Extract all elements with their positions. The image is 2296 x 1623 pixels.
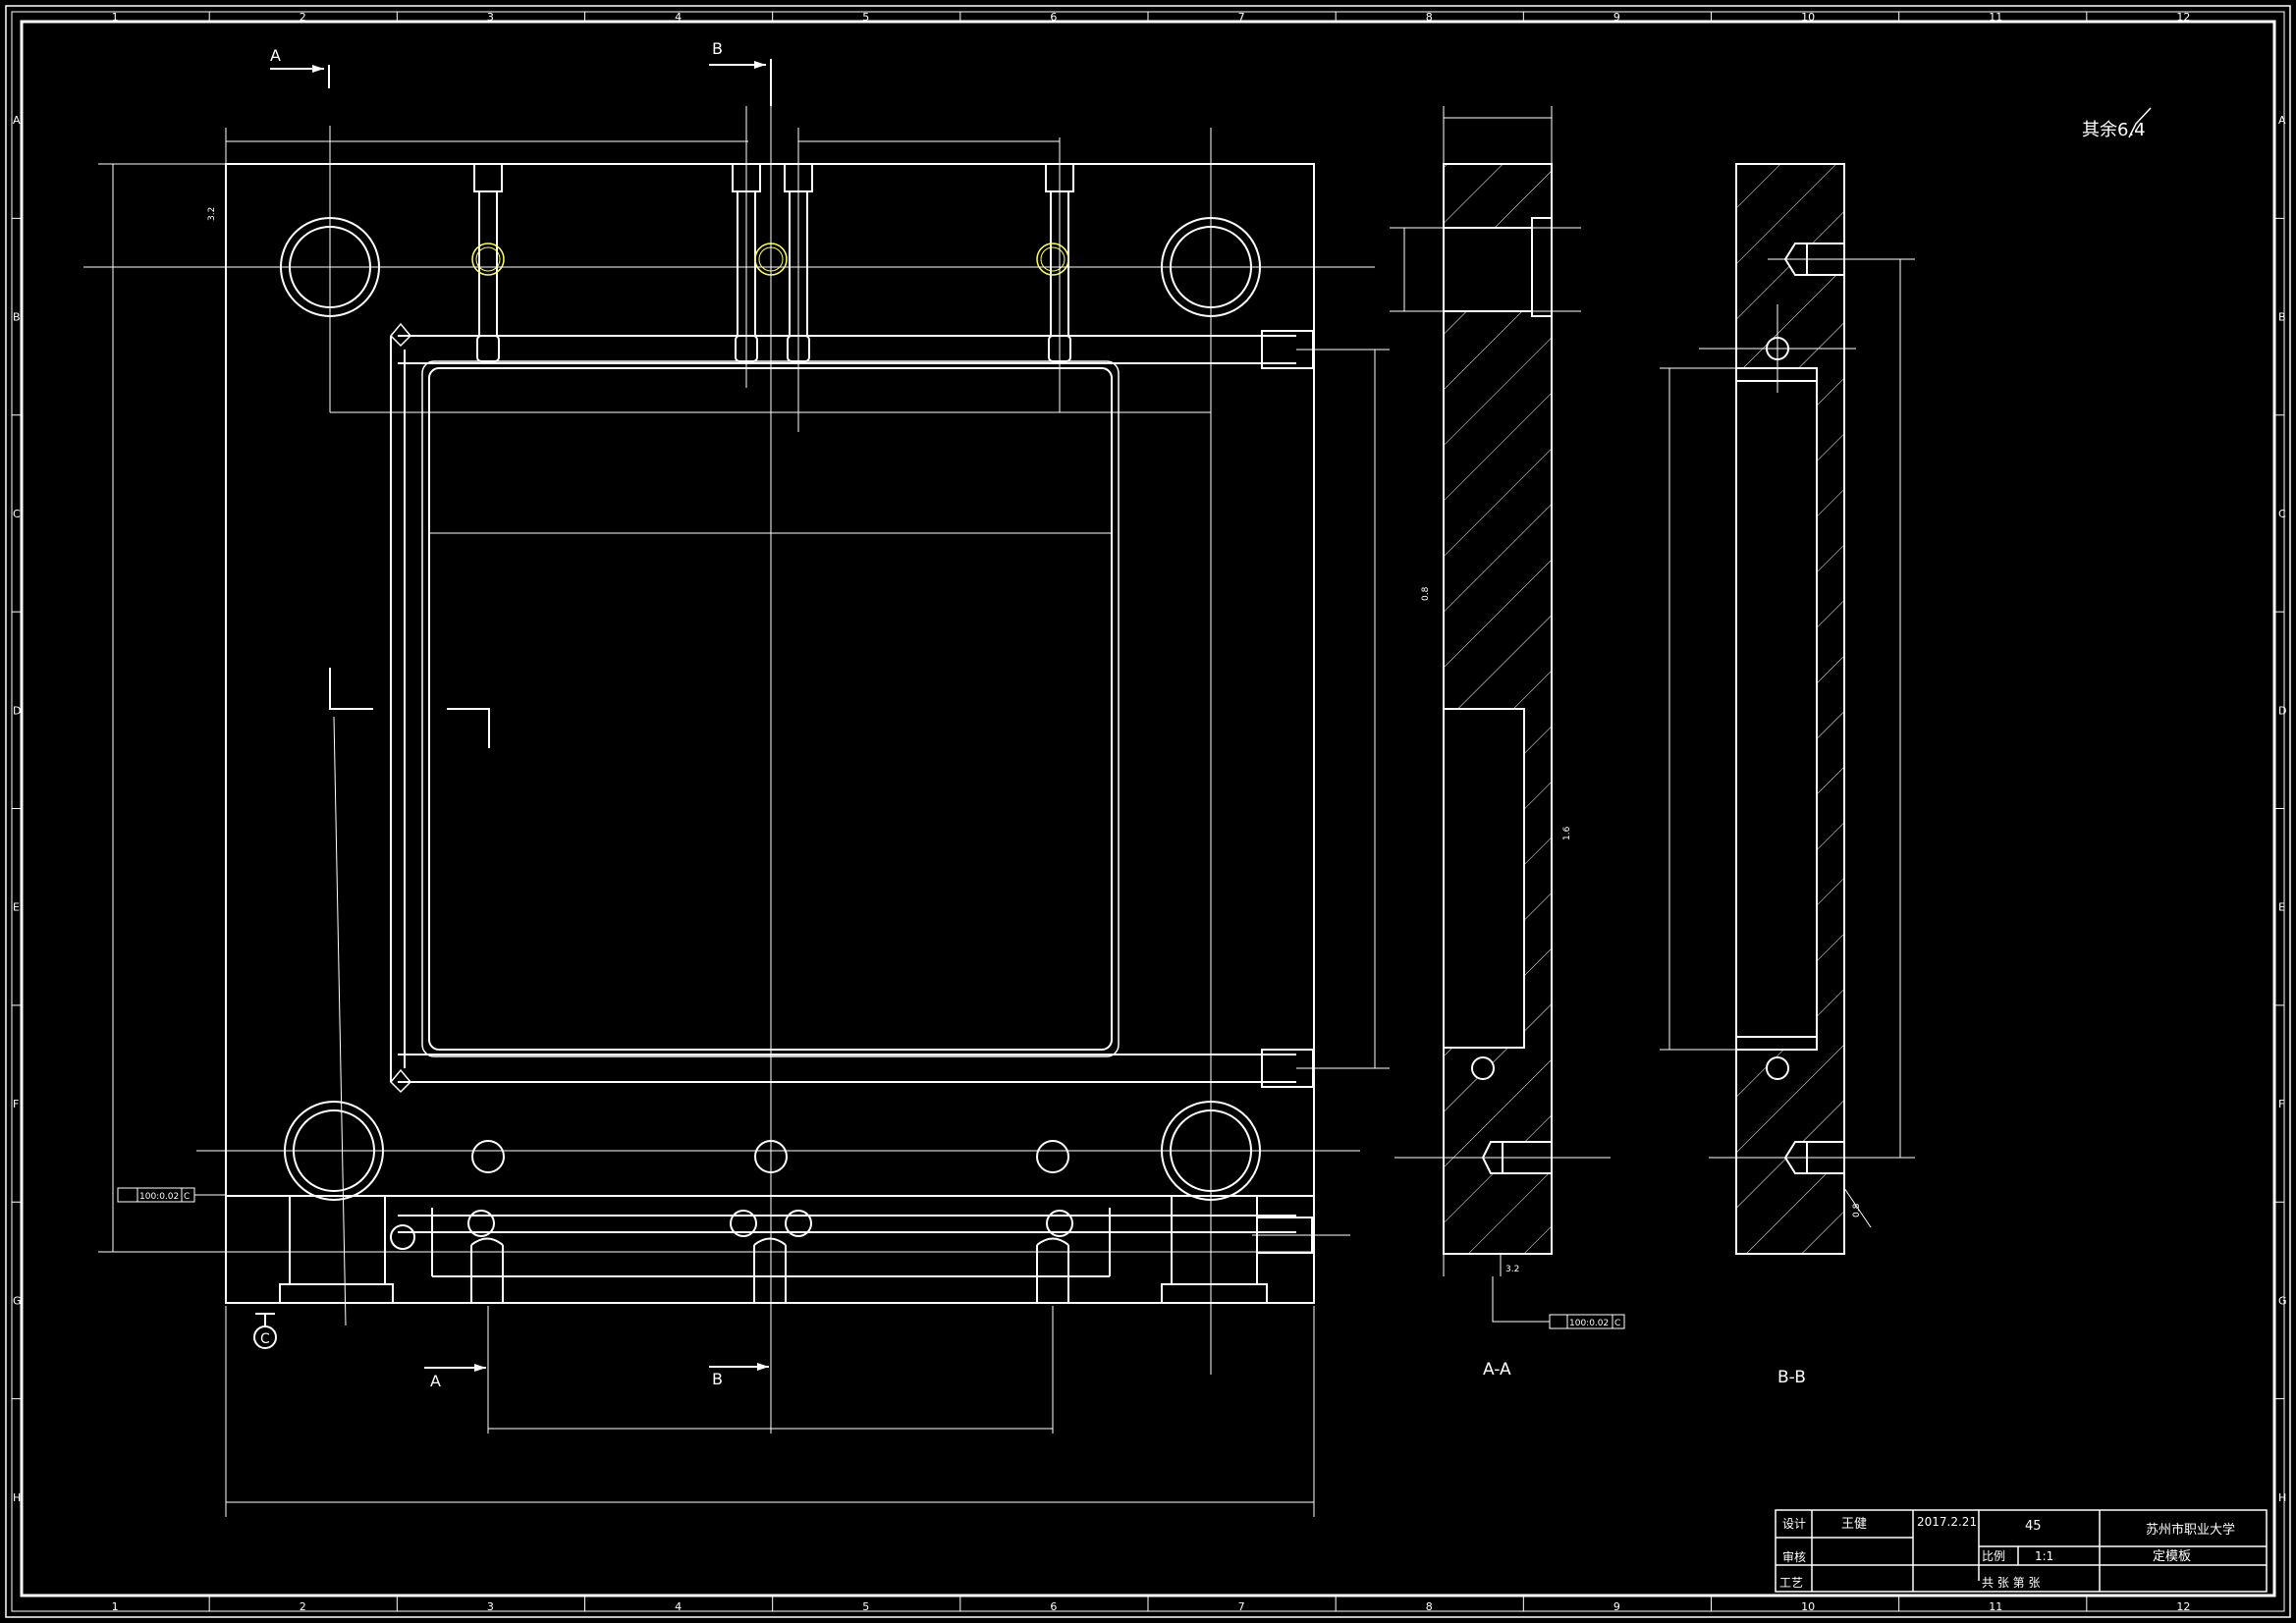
zone-col-label: 12	[2176, 1600, 2190, 1613]
roughness-mark: 1.6	[1562, 826, 1572, 840]
zone-row-label: C	[13, 508, 21, 520]
zone-row-label: E	[2278, 901, 2285, 914]
roughness-mark: 0.8	[1852, 1203, 1862, 1217]
zone-col-label: 5	[862, 1600, 869, 1613]
datum-symbol	[253, 1325, 277, 1349]
cooling-channel	[1036, 163, 1074, 362]
zone-row-label: D	[2278, 704, 2286, 717]
tolerance-frame-aa: 100:0.02 C	[1492, 1276, 1625, 1329]
tb-review-label: 审核	[1782, 1549, 1806, 1564]
section-aa-view	[1390, 106, 1611, 1276]
roughness-mark: 3.2	[1505, 1265, 1519, 1274]
svg-text:100:0.02: 100:0.02	[1569, 1319, 1609, 1328]
section-b-label: B	[712, 39, 723, 58]
datum-label: C	[260, 1331, 270, 1347]
zone-frame	[11, 11, 2285, 1612]
dimension-lines	[83, 106, 1390, 1517]
zone-col-label: 11	[1989, 1600, 2002, 1613]
tb-date: 2017.2.21	[1917, 1515, 1977, 1529]
section-b-top: B	[709, 39, 772, 106]
zone-col-label: 6	[1050, 11, 1057, 24]
zone-row-label: F	[13, 1098, 19, 1110]
zone-row-label: H	[13, 1491, 21, 1504]
zone-col-label: 3	[487, 1600, 494, 1613]
zone-row-label: A	[13, 114, 21, 127]
zone-col-label: 9	[1613, 11, 1620, 24]
view-bb-label: B-B	[1777, 1368, 1806, 1387]
tb-process-label: 工艺	[1779, 1576, 1803, 1590]
svg-text:C: C	[1614, 1319, 1620, 1328]
section-a-label-bottom: A	[430, 1372, 441, 1390]
zone-col-label: 4	[675, 1600, 682, 1613]
zone-col-label: 8	[1426, 1600, 1433, 1613]
view-aa-label: A-A	[1483, 1360, 1511, 1380]
tb-designer: 王健	[1841, 1517, 1867, 1532]
zone-col-label: 11	[1989, 11, 2002, 24]
zone-col-label: 1	[112, 11, 119, 24]
zone-col-label: 3	[487, 11, 494, 24]
roughness-mark: 0.8	[1421, 586, 1431, 601]
outer-frame	[5, 5, 2291, 1618]
zone-row-label: F	[2278, 1098, 2284, 1110]
tb-material: 45	[2025, 1519, 2042, 1534]
cooling-channel	[471, 163, 505, 362]
zone-col-label: 4	[675, 11, 682, 24]
section-a-top: A	[270, 46, 330, 88]
tb-scale-label: 比例	[1982, 1549, 2005, 1563]
cooling-channel	[732, 163, 788, 362]
tb-scale: 1:1	[2035, 1549, 2053, 1563]
zone-col-label: 10	[1801, 1600, 1815, 1613]
plate-outline	[225, 163, 1315, 1304]
tb-sheets: 共 张 第 张	[1982, 1576, 2040, 1590]
section-bb-view	[1660, 163, 1915, 1255]
zone-col-label: 9	[1613, 1600, 1620, 1613]
roughness-mark: 3.2	[207, 207, 217, 221]
zone-row-label: G	[13, 1294, 22, 1307]
zone-col-label: 10	[1801, 11, 1815, 24]
section-b-label-bottom: B	[712, 1370, 723, 1388]
zone-row-label: B	[13, 311, 21, 324]
inner-frame	[20, 20, 2276, 1597]
zone-row-label: G	[2278, 1294, 2287, 1307]
zone-row-label: E	[13, 901, 20, 914]
tb-school: 苏州市职业大学	[2146, 1522, 2235, 1538]
zone-row-label: D	[13, 704, 21, 717]
tolerance-frame-main: 100:0.02 C	[117, 1187, 226, 1203]
zone-col-label: 1	[112, 1600, 119, 1613]
tb-design-label: 设计	[1782, 1517, 1806, 1531]
front-view-plate	[225, 163, 1315, 1349]
zone-col-label: 7	[1238, 1600, 1245, 1613]
zone-row-label: A	[2278, 114, 2286, 127]
zone-col-label: 7	[1238, 11, 1245, 24]
zone-row-label: B	[2278, 311, 2286, 324]
section-a-bottom: A	[424, 1364, 486, 1390]
zone-row-label: C	[2278, 508, 2286, 520]
zone-col-label: 8	[1426, 11, 1433, 24]
section-b-bottom: B	[709, 1363, 769, 1388]
title-block	[1775, 1509, 2268, 1593]
zone-col-label: 2	[300, 11, 306, 24]
zone-row-label: H	[2278, 1491, 2286, 1504]
svg-text:100:0.02: 100:0.02	[139, 1192, 179, 1202]
zone-col-label: 6	[1050, 1600, 1057, 1613]
tb-part-name: 定模板	[2153, 1549, 2191, 1564]
zone-col-label: 12	[2176, 11, 2190, 24]
zone-col-label: 5	[862, 11, 869, 24]
zone-col-label: 2	[300, 1600, 306, 1613]
section-a-label: A	[270, 46, 281, 65]
svg-text:C: C	[184, 1192, 190, 1202]
